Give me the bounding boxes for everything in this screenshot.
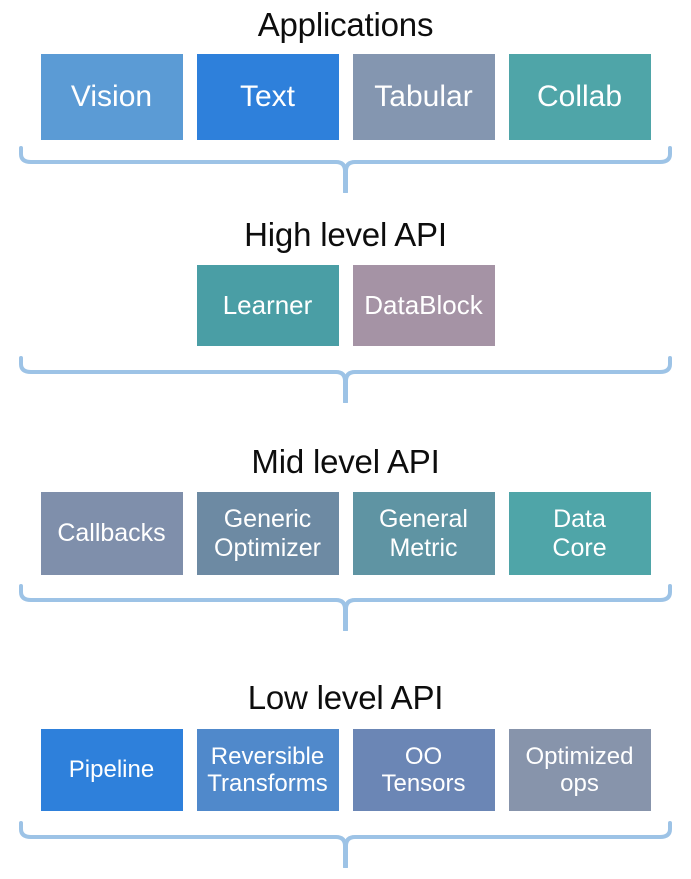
brace-applications bbox=[0, 145, 691, 193]
section-title-mid-level-api: Mid level API bbox=[251, 443, 440, 480]
brace-path-right bbox=[344, 821, 672, 868]
section-row-high-level-api: Learner DataBlock bbox=[0, 265, 691, 346]
section-title-low-level-api: Low level API bbox=[247, 679, 444, 716]
brace-path-right bbox=[344, 356, 672, 403]
brace-path-left bbox=[19, 356, 347, 403]
section-row-low-level-api: Pipeline Reversible Transforms OO Tensor… bbox=[0, 729, 691, 811]
box-generic-optimizer[interactable]: Generic Optimizer bbox=[196, 492, 339, 575]
box-label: DataBlock bbox=[364, 289, 483, 320]
box-reversible-transforms[interactable]: Reversible Transforms bbox=[196, 729, 339, 811]
box-optimized-ops[interactable]: Optimized ops bbox=[508, 729, 651, 811]
box-label: Collab bbox=[536, 79, 623, 113]
box-vision[interactable]: Vision bbox=[40, 54, 183, 140]
section-row-mid-level-api: Callbacks Generic Optimizer General Metr… bbox=[0, 492, 691, 575]
box-label: Optimized ops bbox=[525, 742, 634, 797]
box-collab[interactable]: Collab bbox=[508, 54, 651, 140]
box-label: Tabular bbox=[374, 79, 473, 113]
box-text[interactable]: Text bbox=[196, 54, 339, 140]
section-row-applications: Vision Text Tabular Collab bbox=[0, 54, 691, 140]
box-pipeline[interactable]: Pipeline bbox=[40, 729, 183, 811]
box-label: Pipeline bbox=[68, 756, 155, 784]
brace-path-right bbox=[344, 146, 672, 193]
box-label: Data Core bbox=[552, 505, 607, 562]
brace-path-right bbox=[344, 584, 672, 631]
brace-mid-level bbox=[0, 583, 691, 631]
box-label: Generic Optimizer bbox=[214, 505, 321, 562]
section-title-high-level-api: High level API bbox=[244, 216, 447, 253]
box-callbacks[interactable]: Callbacks bbox=[40, 492, 183, 575]
box-datablock[interactable]: DataBlock bbox=[352, 265, 495, 346]
section-title-applications: Applications bbox=[257, 6, 434, 43]
box-tabular[interactable]: Tabular bbox=[352, 54, 495, 140]
box-label: Reversible Transforms bbox=[207, 742, 328, 797]
brace-path-left bbox=[19, 584, 347, 631]
box-oo-tensors[interactable]: OO Tensors bbox=[352, 729, 495, 811]
box-label: Text bbox=[239, 79, 296, 113]
box-label: Callbacks bbox=[57, 519, 166, 548]
brace-path-left bbox=[19, 146, 347, 193]
box-label: General Metric bbox=[379, 505, 468, 562]
box-learner[interactable]: Learner bbox=[196, 265, 339, 346]
brace-high-level bbox=[0, 355, 691, 403]
box-label: Vision bbox=[70, 79, 153, 113]
box-general-metric[interactable]: General Metric bbox=[352, 492, 495, 575]
box-data-core[interactable]: Data Core bbox=[508, 492, 651, 575]
box-label: Learner bbox=[222, 289, 313, 320]
brace-path-left bbox=[19, 821, 347, 868]
brace-low-level bbox=[0, 820, 691, 868]
box-label: OO Tensors bbox=[381, 742, 466, 797]
